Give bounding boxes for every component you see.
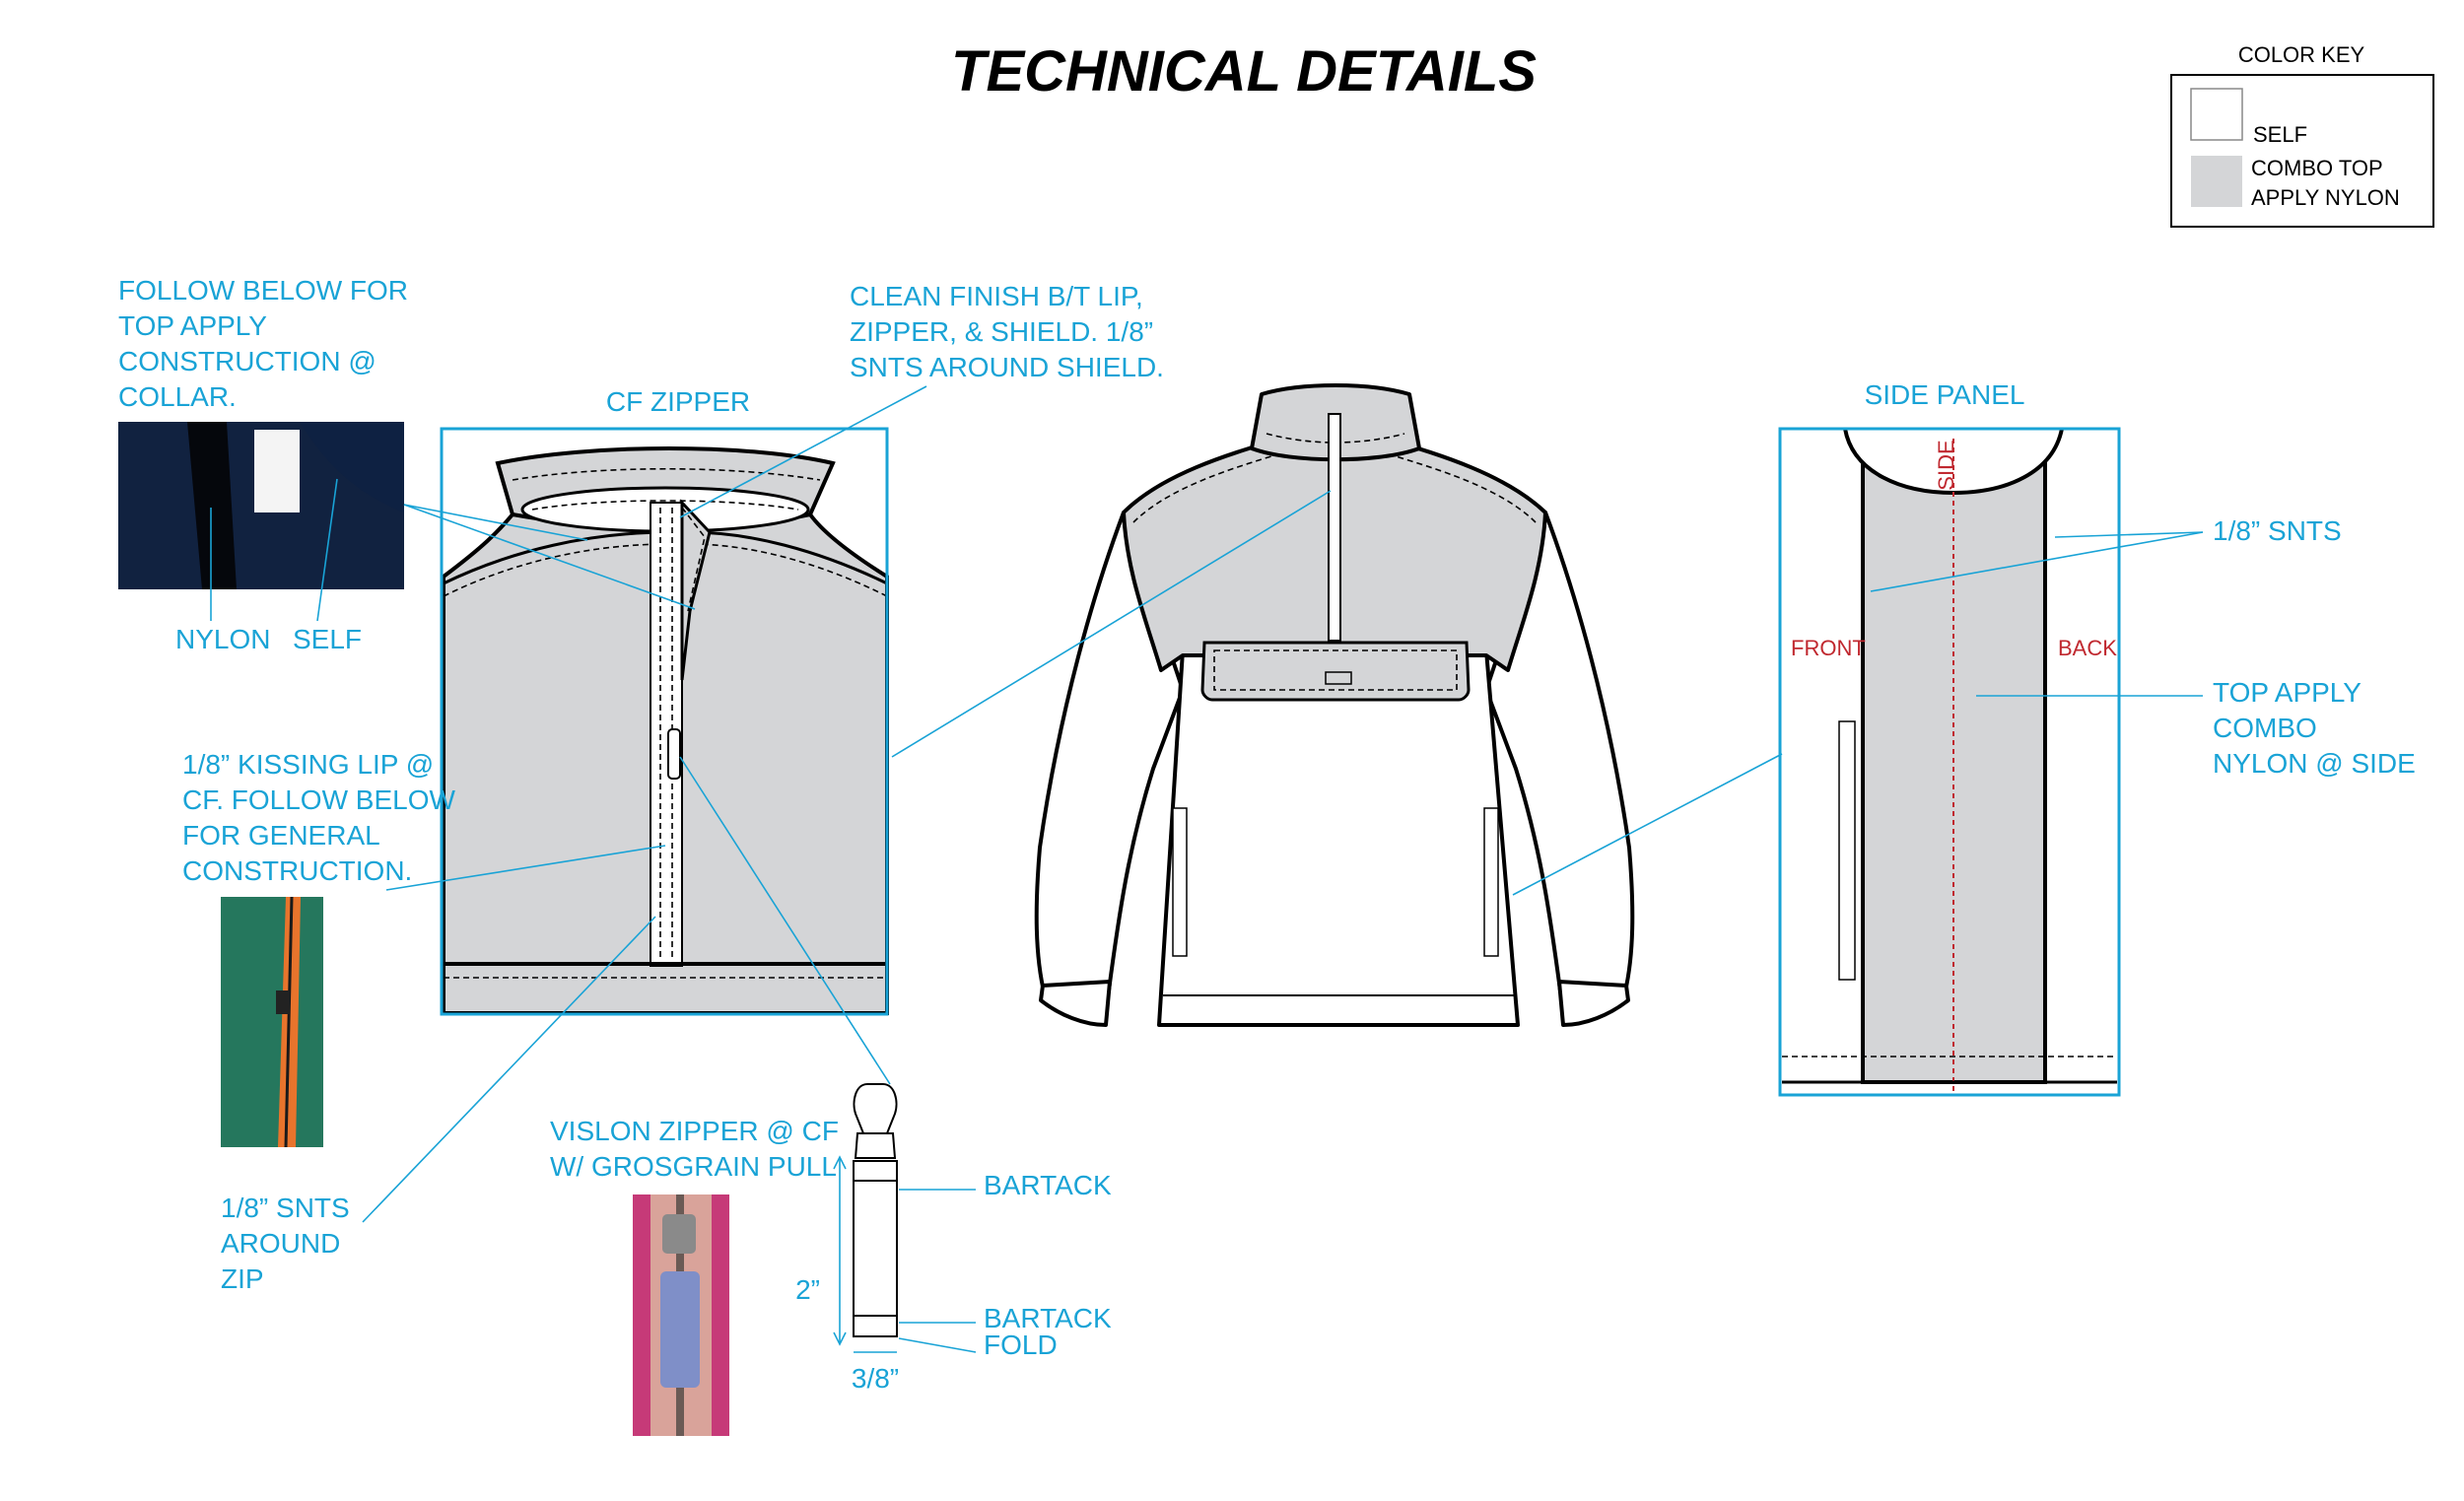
kissing-lip-photo: [221, 896, 323, 1148]
svg-text:ZIPPER, & SHIELD. 1/8”: ZIPPER, & SHIELD. 1/8”: [850, 316, 1153, 347]
svg-text:CONSTRUCTION.: CONSTRUCTION.: [182, 855, 412, 886]
svg-text:1/8” SNTS: 1/8” SNTS: [221, 1193, 350, 1223]
bartack-bottom-label: BARTACK: [984, 1303, 1112, 1333]
svg-text:NYLON @ SIDE: NYLON @ SIDE: [2213, 748, 2416, 779]
color-key-frame: [2170, 74, 2434, 228]
top-apply-note: TOP APPLY COMBO NYLON @ SIDE: [2213, 677, 2416, 779]
jacket-flat: [1034, 383, 1635, 1027]
zipper-pull-diagram: [833, 1083, 898, 1353]
svg-text:TOP APPLY: TOP APPLY: [118, 310, 267, 341]
front-label: FRONT: [1791, 636, 1866, 660]
combo-key-label-1: COMBO TOP: [2251, 156, 2383, 180]
page-title: TECHNICAL DETAILS: [951, 39, 1537, 103]
svg-text:COMBO: COMBO: [2213, 713, 2317, 743]
svg-text:FOLLOW BELOW FOR: FOLLOW BELOW FOR: [118, 275, 408, 306]
bartack-top-label: BARTACK: [984, 1170, 1112, 1200]
length-dimension: 2”: [795, 1274, 820, 1305]
fold-label: FOLD: [984, 1330, 1058, 1360]
combo-swatch: [2191, 156, 2242, 207]
self-swatch: [2190, 88, 2243, 141]
combo-key-label-2: APPLY NYLON: [2251, 185, 2400, 210]
svg-text:CONSTRUCTION @: CONSTRUCTION @: [118, 346, 376, 376]
nylon-label: NYLON: [175, 624, 270, 654]
cf-zipper-detail: [442, 446, 889, 1015]
kissing-lip-note: 1/8” KISSING LIP @ CF. FOLLOW BELOW FOR …: [182, 749, 455, 886]
side-panel-frame: [1778, 427, 2121, 1097]
svg-text:W/ GROSGRAIN PULL: W/ GROSGRAIN PULL: [550, 1151, 837, 1182]
svg-text:COLLAR.: COLLAR.: [118, 381, 237, 412]
snts-zip-note: 1/8” SNTS AROUND ZIP: [221, 1193, 350, 1294]
self-key-label: SELF: [2253, 122, 2307, 147]
svg-text:FOR GENERAL: FOR GENERAL: [182, 820, 380, 851]
side-panel-detail: [1782, 428, 2117, 1094]
cf-zipper-frame: [440, 427, 889, 1016]
collar-photo: [118, 422, 404, 589]
svg-text:CLEAN FINISH B/T LIP,: CLEAN FINISH B/T LIP,: [850, 281, 1143, 311]
side-seam-label: SIDE: [1934, 440, 1958, 490]
svg-text:CF. FOLLOW BELOW: CF. FOLLOW BELOW: [182, 785, 455, 815]
self-label: SELF: [293, 624, 362, 654]
side-snts-label: 1/8” SNTS: [2213, 515, 2342, 546]
collar-note: FOLLOW BELOW FOR TOP APPLY CONSTRUCTION …: [118, 275, 408, 412]
svg-text:ZIP: ZIP: [221, 1263, 264, 1294]
clean-finish-note: CLEAN FINISH B/T LIP, ZIPPER, & SHIELD. …: [850, 281, 1164, 382]
svg-text:1/8” KISSING LIP @: 1/8” KISSING LIP @: [182, 749, 434, 780]
vislon-photo: [633, 1194, 729, 1436]
vislon-note: VISLON ZIPPER @ CF W/ GROSGRAIN PULL: [550, 1116, 839, 1182]
svg-text:SNTS AROUND SHIELD.: SNTS AROUND SHIELD.: [850, 352, 1164, 382]
back-label: BACK: [2058, 636, 2117, 660]
color-key-heading: COLOR KEY: [2238, 42, 2365, 67]
color-key: COLOR KEY SELF COMBO TOP APPLY NYLON: [2170, 42, 2434, 228]
cf-zipper-title: CF ZIPPER: [606, 386, 750, 417]
width-dimension: 3/8”: [852, 1363, 899, 1394]
svg-text:AROUND: AROUND: [221, 1228, 340, 1259]
side-panel-title: SIDE PANEL: [1865, 379, 2025, 410]
svg-text:TOP APPLY: TOP APPLY: [2213, 677, 2361, 708]
svg-text:VISLON ZIPPER @ CF: VISLON ZIPPER @ CF: [550, 1116, 839, 1146]
